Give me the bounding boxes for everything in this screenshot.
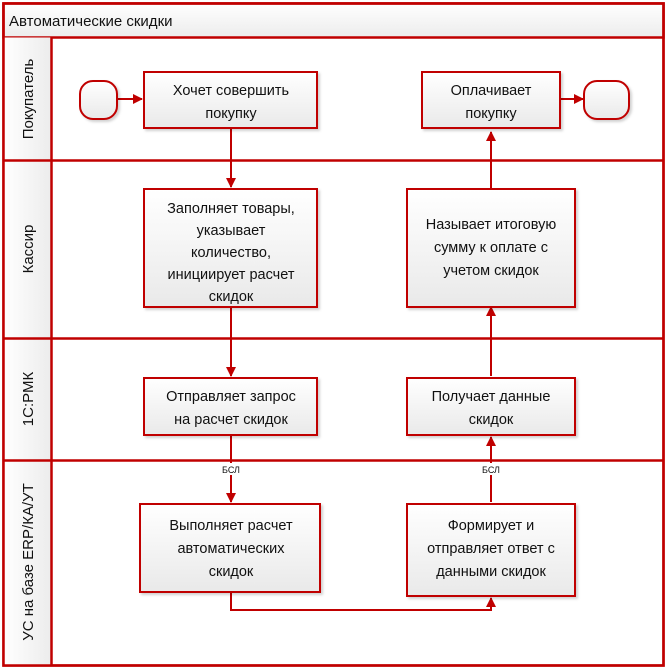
lane-label-rmk: 1С:РМК [20, 372, 37, 427]
lane-label-erp: УС на базе ERP/КА/УТ [20, 483, 37, 641]
flow-label-up: БСЛ [482, 465, 500, 475]
task-calculate-line-2: автоматических [177, 541, 285, 557]
task-pay: Оплачивает покупку [421, 71, 561, 129]
flow-label-up-bg [479, 463, 503, 475]
task-calculate-line-3: скидок [209, 564, 254, 580]
start-event [79, 80, 118, 120]
task-form-response-line-3: данными скидок [436, 564, 546, 580]
task-want-buy-line-2: покупку [205, 106, 257, 122]
flow-calc-to-form [230, 593, 496, 611]
task-calculate-line-1: Выполняет расчет [169, 518, 293, 534]
task-fill-goods-line-3: количество, [191, 245, 271, 261]
task-form-response-line-2: отправляет ответ с [427, 541, 555, 557]
lane-header-buyer [3, 37, 52, 161]
task-fill-goods-line-2: указывает [197, 223, 266, 239]
task-fill-goods-line-1: Заполняет товары, [167, 201, 295, 217]
task-send-request-line-1: Отправляет запрос [166, 389, 296, 405]
task-pay-line-1: Оплачивает [451, 83, 532, 99]
pool-header [2, 2, 665, 39]
task-want-buy-line-1: Хочет совершить [173, 83, 289, 99]
task-send-request-line-2: на расчет скидок [174, 412, 288, 428]
task-announce-total-line-2: сумму к оплате с [434, 240, 548, 256]
lane-header-cashier [3, 160, 52, 339]
task-calculate: Выполняет расчет автоматических скидок [139, 503, 321, 593]
task-form-response: Формирует и отправляет ответ с данными с… [406, 503, 576, 597]
lane-header-rmk [3, 338, 52, 461]
task-form-response-line-1: Формирует и [448, 518, 535, 534]
task-fill-goods-line-5: скидок [209, 289, 254, 305]
task-fill-goods: Заполняет товары, указывает количество, … [143, 188, 318, 308]
flow-label-down: БСЛ [222, 465, 240, 475]
task-pay-line-2: покупку [465, 106, 517, 122]
task-receive-data-line-2: скидок [469, 412, 514, 428]
task-announce-total: Называет итоговую сумму к оплате с учето… [406, 188, 576, 308]
end-event [583, 80, 630, 120]
lane-label-buyer: Покупатель [20, 59, 37, 140]
lane-label-cashier: Кассир [20, 225, 37, 274]
flow-label-down-bg [219, 463, 243, 475]
task-send-request: Отправляет запрос на расчет скидок [143, 377, 318, 436]
task-announce-total-line-3: учетом скидок [443, 263, 539, 279]
task-announce-total-line-1: Называет итоговую [426, 217, 557, 233]
task-receive-data: Получает данные скидок [406, 377, 576, 436]
task-fill-goods-line-4: инициирует расчет [168, 267, 295, 283]
lane-header-erp [3, 460, 52, 666]
task-want-buy: Хочет совершить покупку [143, 71, 318, 129]
task-receive-data-line-1: Получает данные [432, 389, 551, 405]
pool-title: Автоматические скидки [9, 13, 173, 30]
